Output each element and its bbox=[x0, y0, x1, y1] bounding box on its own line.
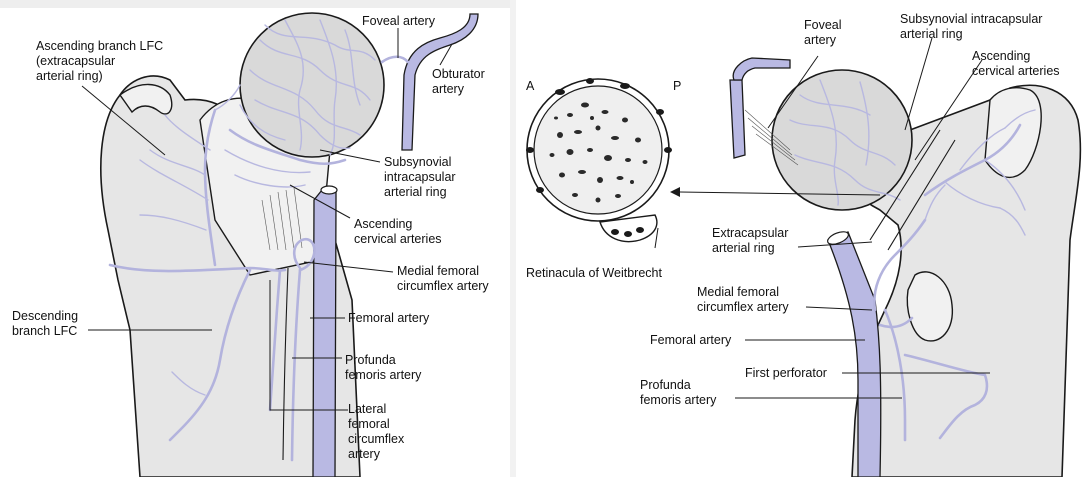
left-panel: Foveal artery Obturator artery Ascending… bbox=[0, 0, 510, 477]
right-label-femoral-artery: Femoral artery bbox=[650, 333, 732, 347]
right-label-cross-section-a: A bbox=[526, 79, 535, 93]
left-femoral-artery bbox=[313, 190, 336, 477]
right-femoral-head bbox=[772, 70, 912, 210]
cross-section bbox=[526, 78, 672, 242]
section-arrowhead bbox=[670, 187, 680, 197]
right-label-first-perforator: First perforator bbox=[745, 366, 827, 380]
right-panel: Foveal artery Subsynovial intracapsular … bbox=[526, 12, 1080, 477]
left-femoral-head bbox=[240, 13, 384, 157]
right-label-ascending-cervical: Ascending cervical arteries bbox=[972, 49, 1060, 78]
right-label-retinacula: Retinacula of Weitbrecht bbox=[526, 266, 662, 280]
right-label-subsynovial-ring: Subsynovial intracapsular arterial ring bbox=[900, 12, 1046, 41]
left-label-descending-branch-lfc: Descending branch LFC bbox=[12, 309, 82, 338]
right-label-extracapsular-ring: Extracapsular arterial ring bbox=[712, 226, 792, 255]
left-label-foveal-artery: Foveal artery bbox=[362, 14, 436, 28]
right-foveal-artery bbox=[730, 80, 745, 158]
left-label-medial-femoral-circumflex: Medial femoral circumflex artery bbox=[397, 264, 489, 293]
right-label-foveal-artery: Foveal artery bbox=[804, 18, 845, 47]
right-label-medial-femoral-circumflex: Medial femoral circumflex artery bbox=[697, 285, 789, 314]
left-label-femoral-artery: Femoral artery bbox=[348, 311, 430, 325]
right-label-cross-section-p: P bbox=[673, 79, 681, 93]
right-label-profunda-femoris: Profunda femoris artery bbox=[640, 378, 717, 407]
panel-divider bbox=[510, 0, 516, 477]
